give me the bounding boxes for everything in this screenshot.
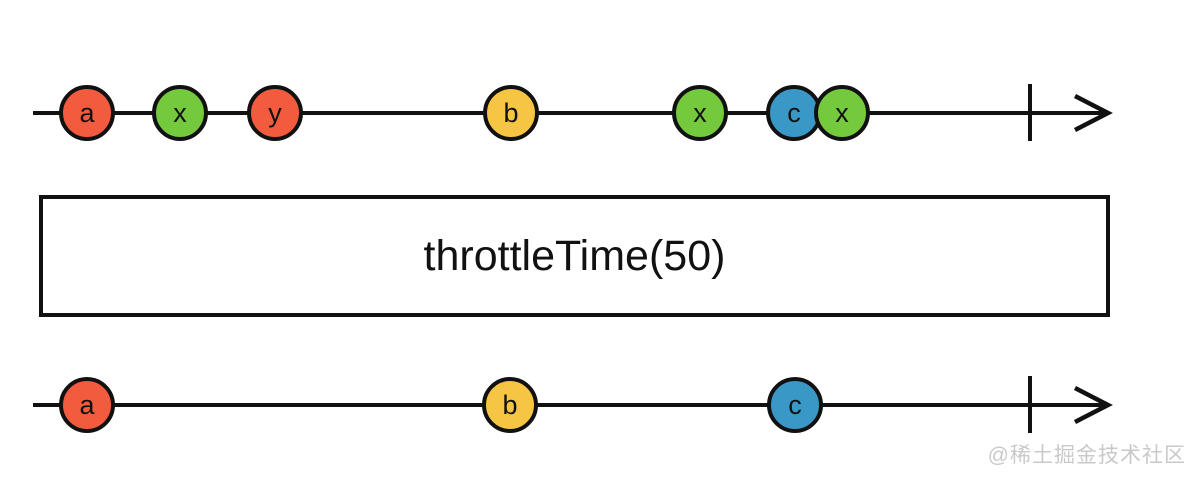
complete-tick — [1028, 376, 1032, 433]
marble-x: x — [814, 85, 870, 141]
marble-b: b — [483, 85, 539, 141]
marble-y: y — [247, 85, 303, 141]
timeline-line — [33, 403, 1108, 407]
marble-x: x — [152, 85, 208, 141]
marble-a: a — [59, 377, 115, 433]
marble-x: x — [672, 85, 728, 141]
marble-c: c — [767, 377, 823, 433]
complete-tick — [1028, 84, 1032, 141]
operator-box: throttleTime(50) — [39, 195, 1110, 317]
watermark-text: @稀土掘金技术社区 — [987, 444, 1186, 467]
marble-a: a — [59, 85, 115, 141]
operator-label: throttleTime(50) — [423, 231, 726, 280]
arrow-head-icon — [1073, 385, 1113, 425]
timeline-line — [33, 111, 1108, 115]
arrow-head-icon — [1073, 93, 1113, 133]
marble-c: c — [766, 85, 822, 141]
marble-b: b — [482, 377, 538, 433]
